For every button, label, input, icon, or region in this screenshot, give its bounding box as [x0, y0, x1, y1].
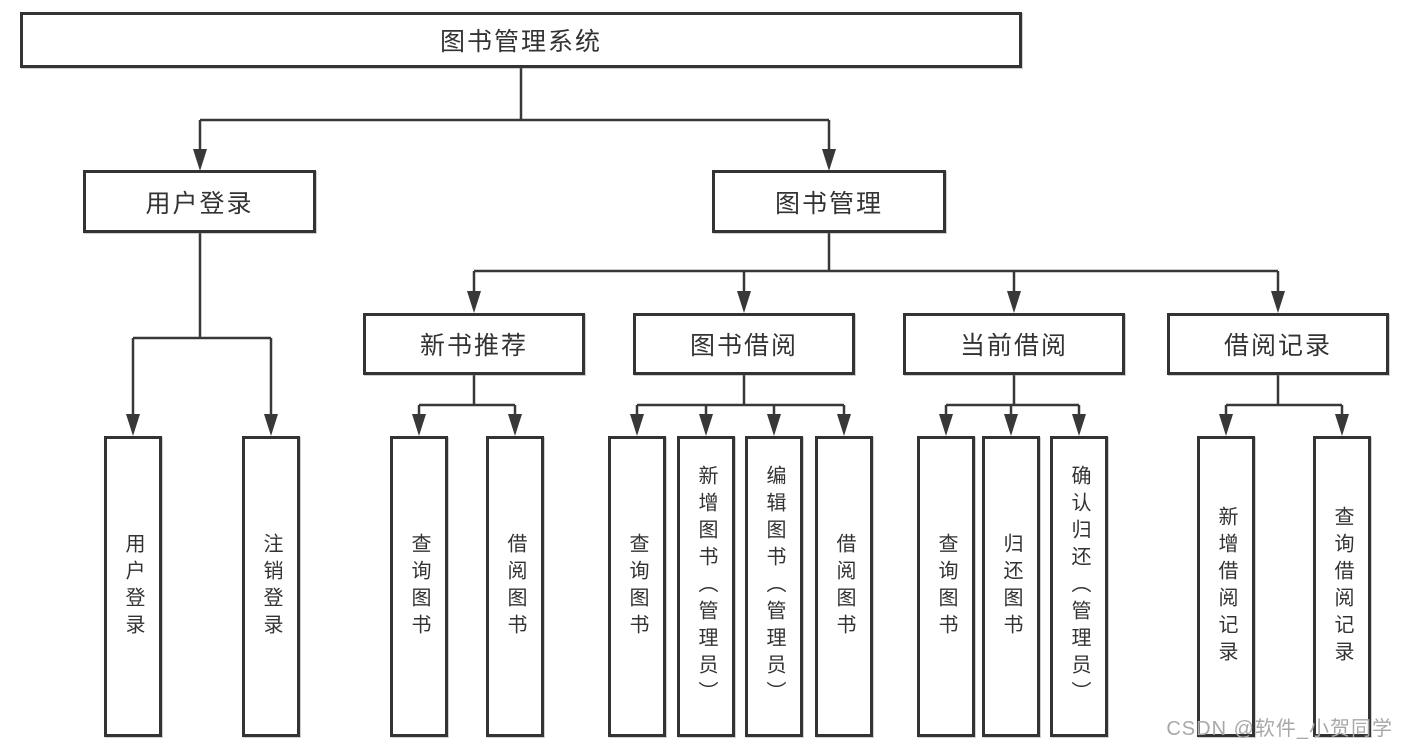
leaf-label: 借阅图书: [504, 532, 526, 641]
leaf-query-books-1: 查询图书: [390, 436, 448, 737]
leaf-label: 查询图书: [626, 532, 648, 641]
leaf-borrow-books-2: 借阅图书: [815, 436, 873, 737]
leaf-label: 新增借阅记录: [1215, 505, 1237, 668]
leaf-label: 查询图书: [935, 532, 957, 641]
leaf-label: 查询图书: [408, 532, 430, 641]
node-book-management: 图书管理: [712, 170, 946, 233]
leaf-label: 新增图书（管理员）: [695, 465, 717, 708]
leaf-label: 确认归还（管理员）: [1068, 465, 1090, 708]
connector-book-management-to-level3: [472, 233, 1280, 293]
leaf-edit-books-admin: 编辑图书（管理员）: [745, 436, 803, 737]
leaf-add-borrow-record: 新增借阅记录: [1197, 436, 1255, 737]
leaf-query-books-2: 查询图书: [608, 436, 666, 737]
leaf-add-books-admin: 新增图书（管理员）: [677, 436, 735, 737]
connector-user-login-to-leaves: [131, 233, 273, 416]
connector-current-borrow-to-leaves: [944, 375, 1081, 416]
leaf-query-books-3: 查询图书: [917, 436, 975, 737]
leaf-borrow-books-1: 借阅图书: [486, 436, 544, 737]
leaf-user-login: 用户登录: [104, 436, 162, 737]
connector-root-to-level2: [198, 67, 831, 151]
node-new-book-recommend: 新书推荐: [363, 313, 585, 375]
node-library-management-system: 图书管理系统: [20, 12, 1022, 68]
leaf-query-borrow-record: 查询借阅记录: [1313, 436, 1371, 737]
node-current-borrow: 当前借阅: [903, 313, 1125, 375]
leaf-label: 查询借阅记录: [1331, 505, 1353, 668]
leaf-label: 注销登录: [260, 532, 282, 641]
arrowhead-icons: [126, 149, 1349, 436]
node-borrow-records: 借阅记录: [1167, 313, 1389, 375]
leaf-label: 编辑图书（管理员）: [763, 465, 785, 708]
leaf-confirm-return-admin: 确认归还（管理员）: [1050, 436, 1108, 737]
node-book-borrow: 图书借阅: [633, 313, 855, 375]
leaf-label: 借阅图书: [833, 532, 855, 641]
connector-new-book-recommend-to-leaves: [417, 375, 517, 416]
leaf-label: 用户登录: [122, 532, 144, 641]
leaf-logout: 注销登录: [242, 436, 300, 737]
node-user-login: 用户登录: [83, 170, 316, 233]
leaf-label: 归还图书: [1000, 532, 1022, 641]
leaf-return-books: 归还图书: [982, 436, 1040, 737]
connector-borrow-records-to-leaves: [1224, 375, 1344, 416]
connector-book-borrow-to-leaves: [635, 375, 846, 416]
csdn-watermark: CSDN @软件_小贺同学: [1166, 718, 1393, 740]
